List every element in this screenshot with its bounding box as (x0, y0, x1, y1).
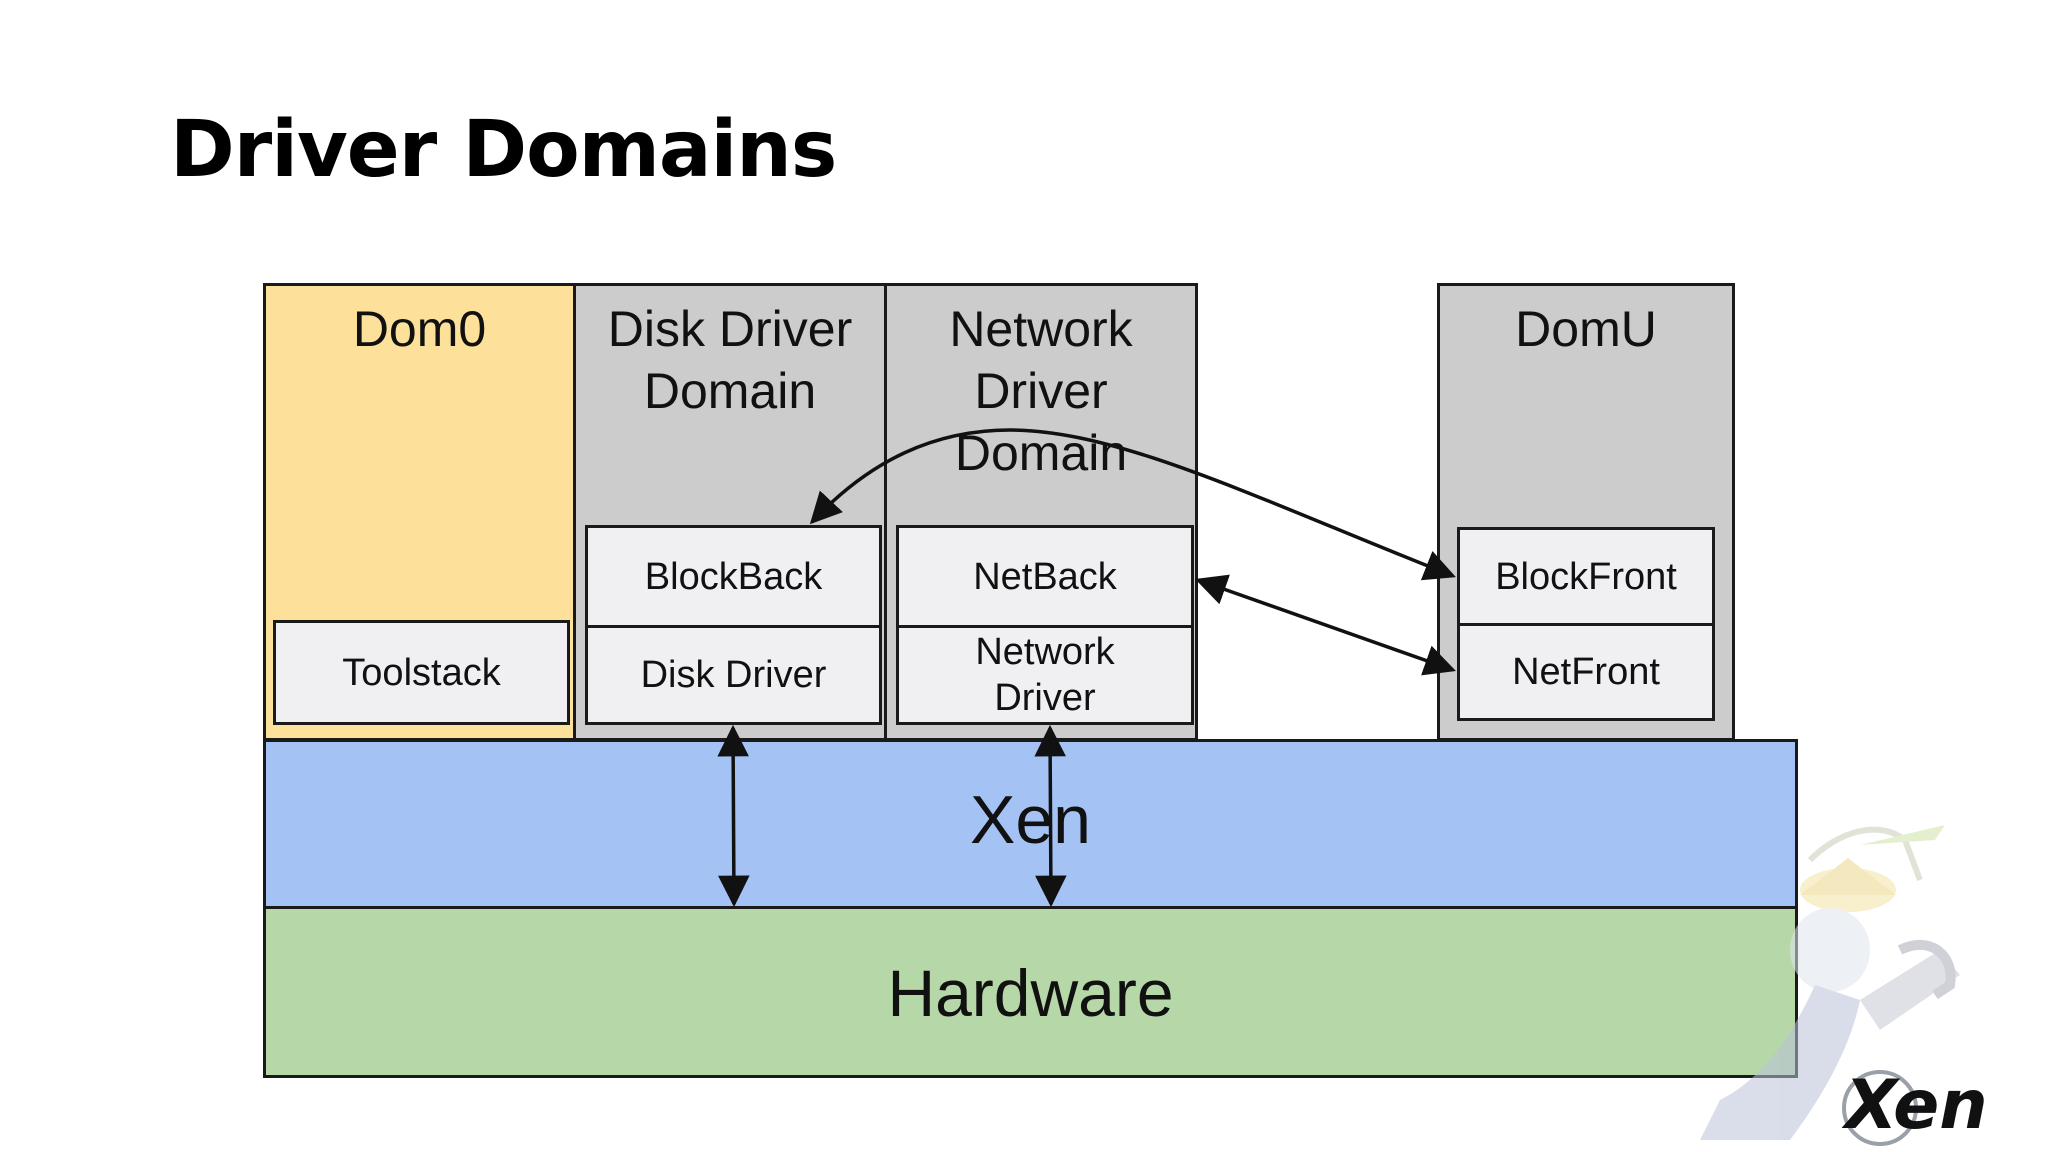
disk-driver-box: Disk Driver (585, 625, 882, 725)
netback-box: NetBack (896, 525, 1194, 628)
slide-title: Driver Domains (170, 105, 837, 195)
disk-driver-domain-label: Disk Driver Domain (607, 301, 853, 419)
hardware-label: Hardware (887, 956, 1174, 1030)
xen-label: Xen (970, 782, 1091, 858)
netfront-netback-arrow (1195, 574, 1456, 676)
blockback-box: BlockBack (585, 525, 882, 628)
hardware-layer: Hardware (263, 906, 1798, 1078)
domu-label: DomU (1515, 301, 1657, 357)
netfront-box: NetFront (1457, 623, 1715, 721)
toolstack-box: Toolstack (273, 620, 570, 725)
network-driver-domain-label: Network Driver Domain (949, 301, 1133, 481)
xen-logo-text: Xen (1841, 1066, 1988, 1145)
network-driver-box: Network Driver (896, 625, 1194, 725)
blockfront-box: BlockFront (1457, 527, 1715, 626)
xen-logo-icon: Xen (1841, 1066, 1988, 1146)
xen-layer: Xen (263, 739, 1798, 909)
dom0-label: Dom0 (352, 301, 487, 357)
